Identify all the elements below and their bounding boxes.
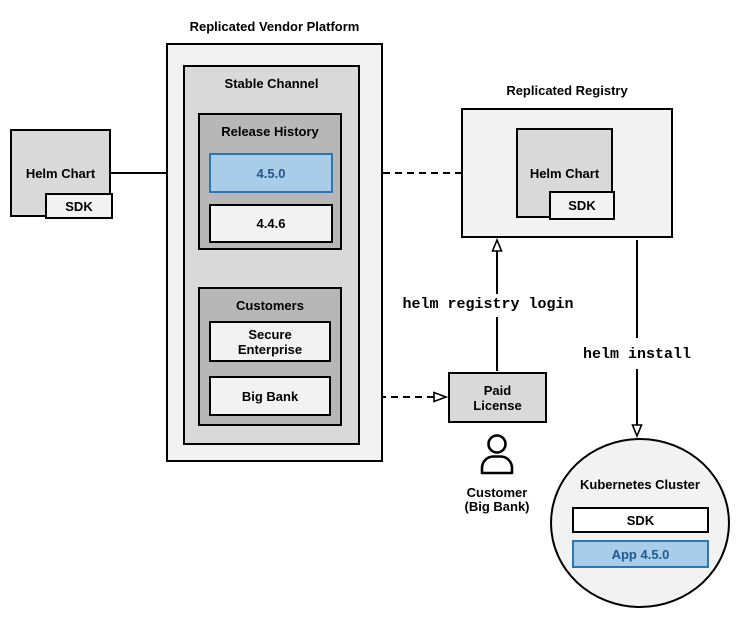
registry-helm-chart-label: Helm Chart: [529, 165, 600, 181]
secure-enterprise-line2: Enterprise: [237, 341, 303, 357]
arrowhead-registry-login: [491, 237, 503, 252]
paid-license-line1: Paid: [483, 382, 512, 398]
release-4-4-6: 4.4.6: [209, 204, 333, 243]
customer-actor-line1: Customer: [466, 485, 528, 500]
registry-sdk-label: SDK: [568, 198, 596, 213]
helm-chart-source-box: Helm Chart SDK: [10, 129, 113, 219]
cluster-sdk-box: SDK: [572, 507, 709, 533]
kubernetes-cluster-circle: Kubernetes Cluster SDK App 4.5.0: [550, 438, 730, 608]
release-4-5-0: 4.5.0: [209, 153, 333, 193]
paid-license-box: Paid License: [448, 372, 547, 423]
big-bank-label: Big Bank: [241, 388, 299, 404]
helm-chart-source-sdk-box: SDK: [45, 193, 113, 219]
release-4-4-6-label: 4.4.6: [256, 216, 286, 231]
release-history-title: Release History: [221, 124, 319, 139]
registry-box: Helm Chart SDK: [461, 108, 673, 238]
paid-license-line2: License: [473, 397, 522, 413]
helm-chart-source-label: Helm Chart: [25, 165, 96, 181]
customer-actor-line2: (Big Bank): [464, 499, 530, 514]
customers-title: Customers: [236, 298, 304, 313]
kubernetes-cluster-title: Kubernetes Cluster: [580, 477, 700, 492]
registry-title: Replicated Registry: [506, 83, 628, 98]
customer-big-bank: Big Bank: [209, 376, 331, 416]
cluster-sdk-label: SDK: [626, 512, 655, 528]
arrowhead-cluster: [631, 424, 643, 439]
registry-sdk-box: SDK: [549, 191, 615, 220]
secure-enterprise-line1: Secure: [248, 326, 292, 342]
customer-secure-enterprise: Secure Enterprise: [209, 321, 331, 362]
cluster-app-label: App 4.5.0: [611, 546, 670, 562]
edge-label-registry-login: helm registry login: [402, 296, 574, 313]
release-4-5-0-label: 4.5.0: [256, 165, 286, 181]
arrowhead-paid-license: [433, 391, 449, 403]
person-icon: [487, 434, 507, 454]
vendor-platform-title: Replicated Vendor Platform: [189, 19, 360, 34]
edge-label-helm-install: helm install: [582, 346, 692, 363]
stable-channel-title: Stable Channel: [224, 76, 319, 91]
cluster-app-box: App 4.5.0: [572, 540, 709, 568]
registry-helm-chart-box: Helm Chart SDK: [516, 128, 615, 220]
customer-actor-label: Customer (Big Bank): [447, 486, 547, 514]
helm-chart-source-sdk-label: SDK: [65, 198, 93, 214]
person-icon-body: [480, 455, 514, 475]
